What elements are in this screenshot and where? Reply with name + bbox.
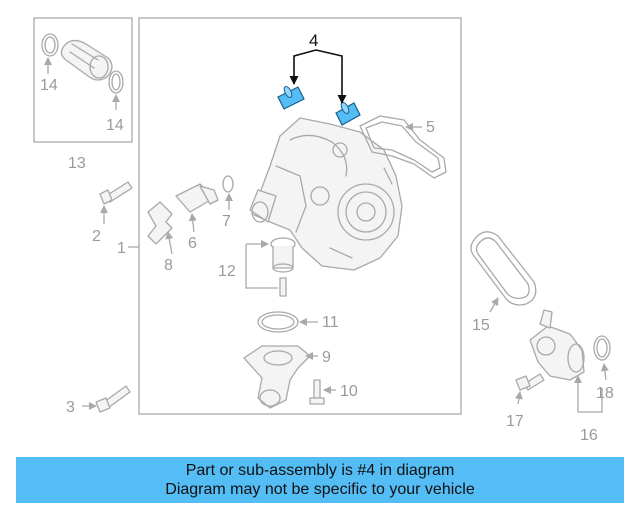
part-7-oring	[222, 175, 234, 193]
part-5-gasket	[359, 115, 447, 179]
callout-2: 2	[92, 228, 101, 245]
part-14-seal-lower	[108, 70, 124, 94]
info-banner: Part or sub-assembly is #4 in diagram Di…	[16, 457, 624, 503]
callout-12: 12	[218, 263, 236, 280]
part-14-seal-upper	[41, 33, 59, 57]
callout-6: 6	[188, 235, 197, 252]
callout-18: 18	[596, 385, 614, 402]
callout-4: 4	[309, 31, 318, 50]
part-4-sleeve-left	[277, 85, 305, 110]
callout-4-leader-left	[289, 49, 317, 85]
water-pump-housing	[249, 117, 403, 271]
callout-1: 1	[117, 240, 126, 257]
callout-4-leader-right	[315, 49, 347, 104]
part-13-pipe	[60, 39, 113, 81]
part-12-pin	[279, 277, 287, 297]
main-assembly-box	[138, 17, 462, 415]
part-9-flange	[243, 345, 311, 409]
callout-14-lower: 14	[106, 117, 124, 134]
part-16-thermostat-housing	[529, 309, 585, 381]
part-15-belt	[470, 231, 537, 306]
callout-3: 3	[66, 399, 75, 416]
callout-9: 9	[322, 349, 331, 366]
callout-10: 10	[340, 383, 358, 400]
callout-16: 16	[580, 427, 598, 444]
banner-line-part: Part or sub-assembly is #4 in diagram	[185, 462, 455, 479]
callout-7: 7	[222, 213, 231, 230]
callout-13: 13	[68, 155, 86, 172]
callout-5: 5	[426, 119, 435, 136]
callout-11: 11	[322, 314, 339, 331]
part-11-oring	[257, 311, 299, 333]
part-2-bolt	[99, 181, 133, 205]
part-18-oring	[593, 335, 611, 361]
callout-14-upper: 14	[40, 77, 58, 94]
callout-15: 15	[472, 317, 490, 334]
parts-diagram: 14 14 13 2 3 1 8 6 7	[33, 17, 614, 444]
part-10-bolt	[309, 379, 325, 405]
part-4-sleeve-right	[335, 101, 361, 126]
part-12-sleeve	[270, 237, 296, 273]
sub-assembly-13-box	[33, 17, 133, 143]
banner-line-disclaimer: Diagram may not be specific to your vehi…	[165, 481, 475, 498]
part-3-bolt	[95, 385, 131, 413]
callout-8: 8	[164, 257, 173, 274]
callout-17: 17	[506, 413, 524, 430]
part-6-sensor	[175, 183, 219, 213]
part-17-bolt	[515, 373, 545, 391]
